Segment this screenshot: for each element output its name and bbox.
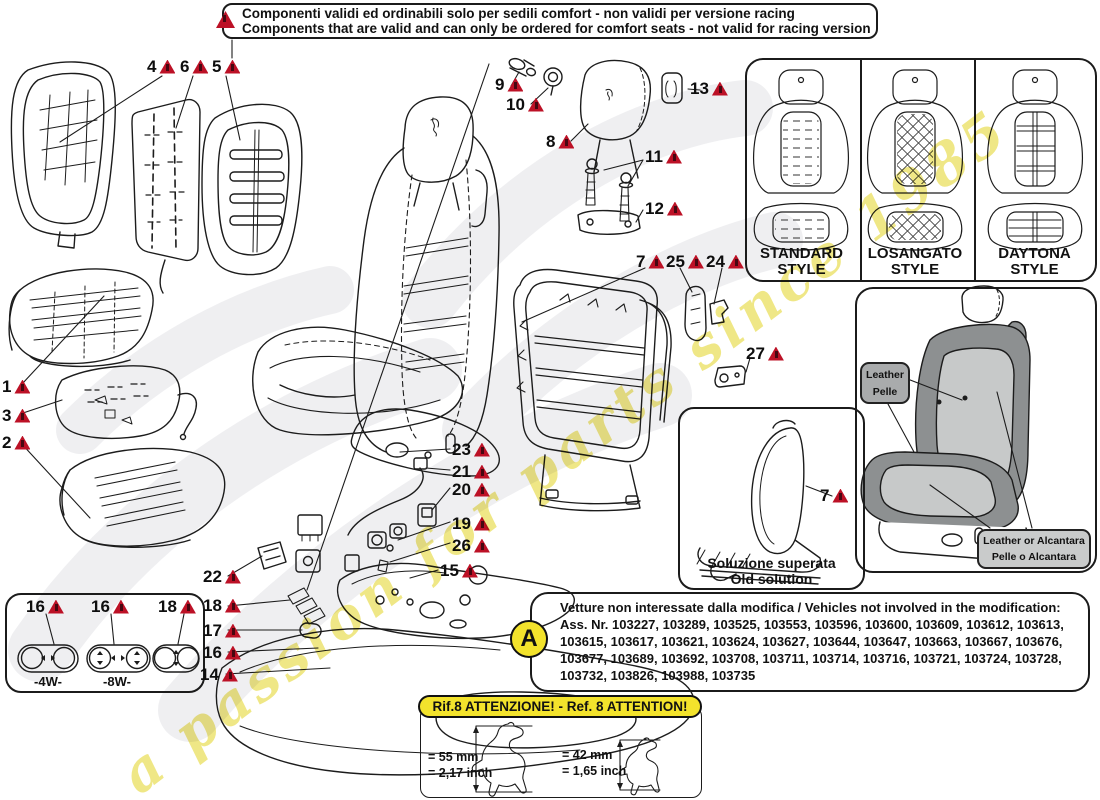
- measure-55mm: = 55 mm: [428, 750, 479, 764]
- part-backrest-frame: [513, 268, 672, 512]
- part-side-skirt: [215, 627, 695, 776]
- banner-line2: Components that are valid and can only b…: [242, 21, 871, 36]
- part-bracket-27: [714, 365, 746, 388]
- measure-217inch: = 2,17 inch: [428, 766, 493, 780]
- callout-11: 11: [645, 148, 682, 165]
- callout-18: 18: [203, 597, 241, 614]
- callout-7: 7: [636, 253, 665, 270]
- part-switches-4w-8w: [17, 644, 200, 673]
- callout-3: 3: [2, 407, 31, 424]
- modification-line-2: 103615, 103617, 103621, 103624, 103627, …: [560, 634, 1063, 649]
- banner-line1: Componenti validi ed ordinabili solo per…: [242, 6, 795, 21]
- callout-27: 27: [746, 345, 784, 362]
- callout-24: 24: [706, 253, 744, 270]
- switch-caption-8w: -8W-: [103, 674, 131, 689]
- part-backrest-pad: [131, 98, 201, 294]
- part-cushion-cover-1: [8, 268, 154, 368]
- callout-20: 20: [452, 481, 490, 498]
- callout-8: 8: [546, 133, 575, 150]
- callout-21: 21: [452, 463, 490, 480]
- banner-warning-icon: [216, 11, 235, 28]
- callout-22: 22: [203, 568, 241, 585]
- callout-16b: 16: [91, 598, 129, 615]
- measure-165inch: = 1,65 inch: [562, 764, 627, 778]
- old-solution-box: [678, 407, 865, 590]
- part-lumbar-pads: [684, 285, 729, 342]
- callout-19: 19: [452, 515, 490, 532]
- callout-12: 12: [645, 200, 683, 217]
- callout-9: 9: [495, 76, 524, 93]
- callout-10: 10: [506, 96, 544, 113]
- callout-16a: 16: [26, 598, 64, 615]
- callout-2: 2: [2, 434, 31, 451]
- part-backrest-cover: [201, 103, 303, 276]
- switch-box: [5, 593, 205, 693]
- modification-line-1: Ass. Nr. 103227, 103289, 103525, 103553,…: [560, 617, 1064, 632]
- styles-box: [745, 58, 1097, 282]
- horse-42mm: [617, 737, 661, 796]
- callout-25: 25: [666, 253, 704, 270]
- callout-6: 6: [180, 58, 209, 75]
- old-solution-title-en: Old solution: [730, 571, 813, 587]
- attention-banner-text: Rif.8 ATTENZIONE! - Ref. 8 ATTENTION!: [432, 699, 688, 714]
- styles-divider-1: [860, 60, 862, 280]
- callout-7-old: 7: [820, 487, 849, 504]
- callout-23: 23: [452, 441, 490, 458]
- warning-triangle-icon: [216, 11, 235, 28]
- leather-box: [855, 287, 1097, 573]
- part-switch-plate: [337, 562, 576, 640]
- leader-lines: [19, 39, 1033, 675]
- part-main-seat: [252, 96, 500, 477]
- modification-line-4: 103732, 103826, 103988, 103735: [560, 668, 756, 683]
- part-bolts: [584, 158, 634, 222]
- style-seat-standard: [752, 69, 850, 251]
- horse-55mm: [471, 721, 533, 797]
- callout-5: 5: [212, 58, 241, 75]
- modification-line-0: Vetture non interessate dalla modifica /…: [560, 600, 1061, 615]
- part-cushion-pad-3: [55, 365, 198, 441]
- old-solution-seat: [696, 419, 822, 585]
- callout-18b: 18: [158, 598, 196, 615]
- styles-divider-2: [974, 60, 976, 280]
- callout-13: 13: [690, 80, 728, 97]
- attention-banner: Rif.8 ATTENZIONE! - Ref. 8 ATTENTION!: [418, 695, 702, 718]
- modification-line-3: 103677, 103689, 103692, 103708, 103711, …: [560, 651, 1062, 666]
- style-seat-losangato: [866, 69, 964, 251]
- part-backrest-shell: [10, 61, 116, 249]
- switch-caption-4w: -4W-: [34, 674, 62, 689]
- measure-42mm: = 42 mm: [562, 748, 613, 762]
- part-electrical-cluster: [257, 457, 437, 639]
- callout-26: 26: [452, 537, 490, 554]
- old-solution-title-it: Soluzione superata: [707, 555, 836, 571]
- part-cushion-2: [59, 447, 226, 548]
- style-seat-daytona: [986, 69, 1084, 251]
- callout-15: 15: [440, 562, 478, 579]
- callout-16: 16: [203, 644, 241, 661]
- callout-14: 14: [200, 666, 238, 683]
- marker-a-circle: A: [510, 620, 548, 658]
- callout-4: 4: [147, 58, 176, 75]
- callout-1: 1: [2, 378, 31, 395]
- callout-17: 17: [203, 622, 241, 639]
